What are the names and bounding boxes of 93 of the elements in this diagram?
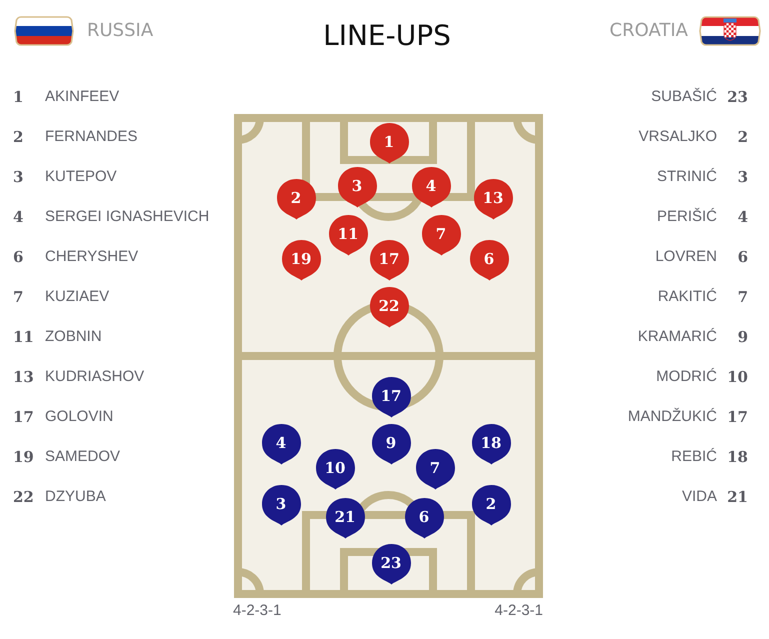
player-number: 2 (13, 127, 24, 147)
player-name: SUBAŠIĆ (651, 87, 717, 107)
player-badge (470, 423, 512, 465)
shirt-number: 2 (486, 494, 496, 514)
player-badge (368, 122, 410, 164)
player-badge (420, 214, 462, 256)
player-badge (414, 448, 456, 490)
player-badge (280, 239, 322, 281)
team-name: RUSSIA (87, 21, 154, 41)
shirt-number: 4 (426, 176, 436, 196)
team-name: CROATIA (610, 21, 688, 41)
player-name: KUZIAEV (45, 287, 110, 307)
player-badge (324, 497, 366, 539)
shirt-number: 10 (324, 458, 346, 478)
player-number: 4 (738, 207, 748, 227)
player-badge (368, 239, 410, 281)
shirt-number: 7 (436, 224, 446, 244)
player-number: 18 (727, 447, 748, 467)
player-number: 21 (727, 487, 748, 507)
shirt-number: 18 (480, 433, 502, 453)
player-number: 7 (738, 287, 748, 307)
player-name: VRSALJKO (638, 127, 717, 147)
player-name: AKINFEEV (45, 87, 120, 107)
shirt-number: 2 (290, 188, 302, 208)
player-name: KUDRIASHOV (45, 367, 144, 387)
shirt-number: 17 (380, 386, 402, 406)
shirt-number: 19 (290, 249, 312, 269)
shirt-number: 17 (378, 249, 400, 269)
player-number: 3 (13, 167, 24, 187)
page-title: LINE-UPS (323, 20, 451, 52)
player-badge (336, 166, 378, 208)
shirt-number: 3 (276, 494, 286, 514)
player-number: 17 (13, 407, 34, 427)
player-badge (472, 178, 514, 220)
shirt-number: 21 (334, 507, 356, 527)
player-badge (276, 178, 316, 220)
player-name: DZYUBA (45, 487, 106, 507)
player-number: 3 (738, 167, 748, 187)
player-number: 7 (13, 287, 24, 307)
player-badge (314, 448, 356, 490)
player-number: 23 (727, 87, 748, 107)
player-badge (404, 497, 444, 539)
player-number: 1 (13, 87, 24, 107)
shirt-number: 1 (384, 132, 394, 152)
player-name: MODRIĆ (656, 367, 717, 387)
player-number: 19 (13, 447, 34, 467)
player-badge (370, 543, 412, 585)
player-name: KUTEPOV (45, 167, 117, 187)
player-name: ZOBNIN (45, 327, 102, 347)
player-number: 4 (13, 207, 24, 227)
shirt-number: 22 (378, 296, 400, 316)
shirt-number: 6 (418, 507, 430, 527)
player-badge (470, 484, 512, 526)
player-name: STRINIĆ (657, 167, 717, 187)
shirt-number: 13 (482, 188, 504, 208)
player-badge (368, 286, 410, 328)
player-name: LOVREN (655, 247, 717, 267)
player-name: FERNANDES (45, 127, 138, 147)
formation-label: 4-2-3-1 (233, 601, 282, 621)
player-name: VIDA (682, 487, 717, 507)
shirt-number: 6 (484, 249, 494, 269)
player-badge (370, 376, 412, 418)
player-name: REBIĆ (671, 447, 717, 467)
shirt-number: 7 (430, 458, 440, 478)
player-number: 22 (13, 487, 34, 507)
shirt-number: 11 (338, 224, 358, 244)
player-number: 10 (727, 367, 748, 387)
player-name: CHERYSHEV (45, 247, 138, 267)
player-number: 2 (738, 127, 748, 147)
player-name: KRAMARIĆ (638, 327, 717, 347)
player-name: SERGEI IGNASHEVICH (45, 207, 210, 227)
player-name: MANDŽUKIĆ (628, 407, 717, 427)
player-number: 13 (13, 367, 34, 387)
player-number: 6 (13, 247, 24, 267)
shirt-number: 4 (276, 433, 286, 453)
player-number: 11 (13, 327, 34, 347)
shirt-number: 9 (386, 433, 396, 453)
player-badge (468, 239, 510, 281)
player-number: 9 (738, 327, 748, 347)
player-name: SAMEDOV (45, 447, 120, 467)
shirt-number: 23 (380, 553, 402, 573)
shirt-number: 3 (352, 176, 362, 196)
formation-label: 4-2-3-1 (494, 601, 543, 621)
player-name: PERIŠIĆ (656, 207, 717, 227)
player-badge (328, 214, 368, 256)
player-name: GOLOVIN (45, 407, 114, 427)
player-badge (370, 423, 412, 465)
player-number: 6 (738, 247, 748, 267)
player-name: RAKITIĆ (658, 287, 717, 307)
player-badge (260, 423, 302, 465)
player-badge (410, 166, 452, 208)
player-number: 17 (727, 407, 748, 427)
player-badge (260, 484, 302, 526)
